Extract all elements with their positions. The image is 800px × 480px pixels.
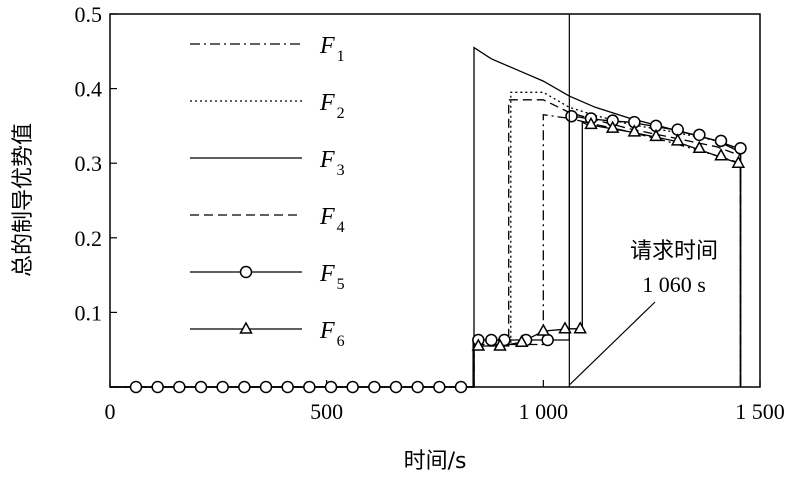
- series-marker-f6: [536, 323, 551, 336]
- series-marker-f5: [346, 380, 359, 394]
- series-marker-f5: [151, 380, 164, 394]
- series-marker-f6: [605, 120, 620, 133]
- series-line-f3: [110, 46, 742, 388]
- marker-layer: [129, 109, 747, 394]
- series-marker-f5: [238, 380, 251, 394]
- legend-marker-f6: [239, 321, 253, 334]
- series-marker-f5: [389, 380, 403, 394]
- series-marker-f6: [714, 148, 728, 161]
- plot-area: [109, 13, 761, 388]
- series-marker-f5: [173, 380, 186, 394]
- series-marker-f5: [303, 380, 316, 394]
- request-time-value: 1 060 s: [642, 272, 706, 297]
- series-marker-f5: [693, 128, 706, 142]
- series-marker-f5: [324, 380, 338, 394]
- series-marker-f6: [627, 124, 642, 137]
- x-tick-label: 1 000: [519, 399, 569, 424]
- series-marker-f5: [433, 380, 446, 394]
- y-tick-label: 0.4: [75, 77, 103, 102]
- x-tick-label: 0: [105, 399, 116, 424]
- series-marker-f6: [731, 155, 746, 168]
- x-tick-label: 500: [310, 399, 343, 424]
- request-time-pointer: [568, 301, 656, 386]
- series-marker-f5: [411, 380, 424, 394]
- series-marker-f6: [649, 128, 663, 142]
- legend-subscript: 6: [337, 333, 345, 350]
- y-tick-label: 0.2: [75, 226, 103, 251]
- series-marker-f5: [368, 380, 381, 394]
- series-marker-f6: [471, 338, 486, 351]
- series-marker-f5: [565, 109, 578, 123]
- x-axis: 0 500 1 000 1 500: [105, 380, 785, 424]
- y-axis: 0.1 0.2 0.3 0.4 0.5: [75, 2, 117, 325]
- legend-subscript: 2: [337, 105, 345, 122]
- request-time-label: 请求时间: [630, 239, 718, 264]
- legend-subscript: 1: [337, 48, 345, 65]
- legend-subscript: 4: [337, 219, 345, 236]
- series-marker-f5: [129, 380, 143, 394]
- x-axis-title: 时间/s: [404, 449, 467, 474]
- series-marker-f6: [573, 321, 587, 334]
- series-marker-f5: [485, 333, 498, 347]
- series-layer: [110, 46, 742, 388]
- y-tick-label: 0.1: [75, 300, 103, 325]
- series-marker-f5: [194, 380, 208, 394]
- series-marker-f6: [514, 334, 529, 347]
- series-marker-f5: [714, 134, 728, 148]
- series-marker-f5: [454, 380, 468, 394]
- y-tick-label: 0.5: [75, 2, 103, 27]
- series-marker-f5: [734, 142, 747, 155]
- legend-subscript: 5: [337, 276, 345, 293]
- series-marker-f5: [216, 380, 229, 394]
- series-marker-f6: [584, 116, 598, 130]
- x-tick-label: 1 500: [735, 399, 785, 424]
- series-marker-f6: [558, 321, 572, 334]
- legend-subscript: 3: [337, 162, 345, 179]
- series-marker-f6: [692, 140, 707, 154]
- legend-marker-f5: [239, 265, 253, 279]
- series-marker-f5: [259, 380, 273, 394]
- series-marker-f5: [281, 380, 294, 394]
- y-axis-title: 总的制导优势值: [11, 123, 36, 277]
- series-marker-f5: [541, 333, 554, 347]
- series-marker-f6: [493, 338, 507, 351]
- series-marker-f6: [670, 133, 685, 146]
- y-tick-label: 0.3: [75, 151, 103, 176]
